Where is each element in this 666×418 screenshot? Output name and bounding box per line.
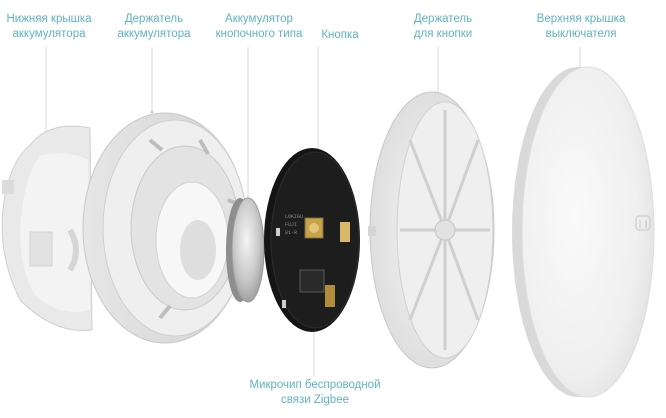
label-button-battery: Аккумулятор кнопочного типа (215, 13, 303, 40)
battery-holder (82, 112, 248, 344)
zigbee-chip (299, 269, 325, 293)
mi-logo (635, 215, 651, 231)
label-button: Кнопка (321, 29, 359, 41)
pcb-text-3: 01-R (285, 230, 297, 236)
pcb-text-1: LOKIGU (285, 214, 303, 220)
bottom-battery-cover (1, 125, 93, 332)
coin-battery (226, 197, 265, 303)
button-holder (368, 91, 495, 369)
pcb-text-2: FUJI (285, 222, 297, 228)
pcb-board: LOKIGU FUJI 01-R (264, 148, 360, 332)
label-battery-holder: Держатель аккумулятора (117, 13, 191, 40)
top-switch-cover (512, 66, 655, 398)
label-button-holder: Держатель для кнопки (413, 13, 473, 40)
label-zigbee-chip: Микрочип беспроводной связи Zigbee (249, 379, 381, 406)
label-bottom-cover: Нижняя крышка аккумулятора (6, 13, 92, 40)
label-top-cover: Верхняя крышка выключателя (536, 13, 626, 40)
